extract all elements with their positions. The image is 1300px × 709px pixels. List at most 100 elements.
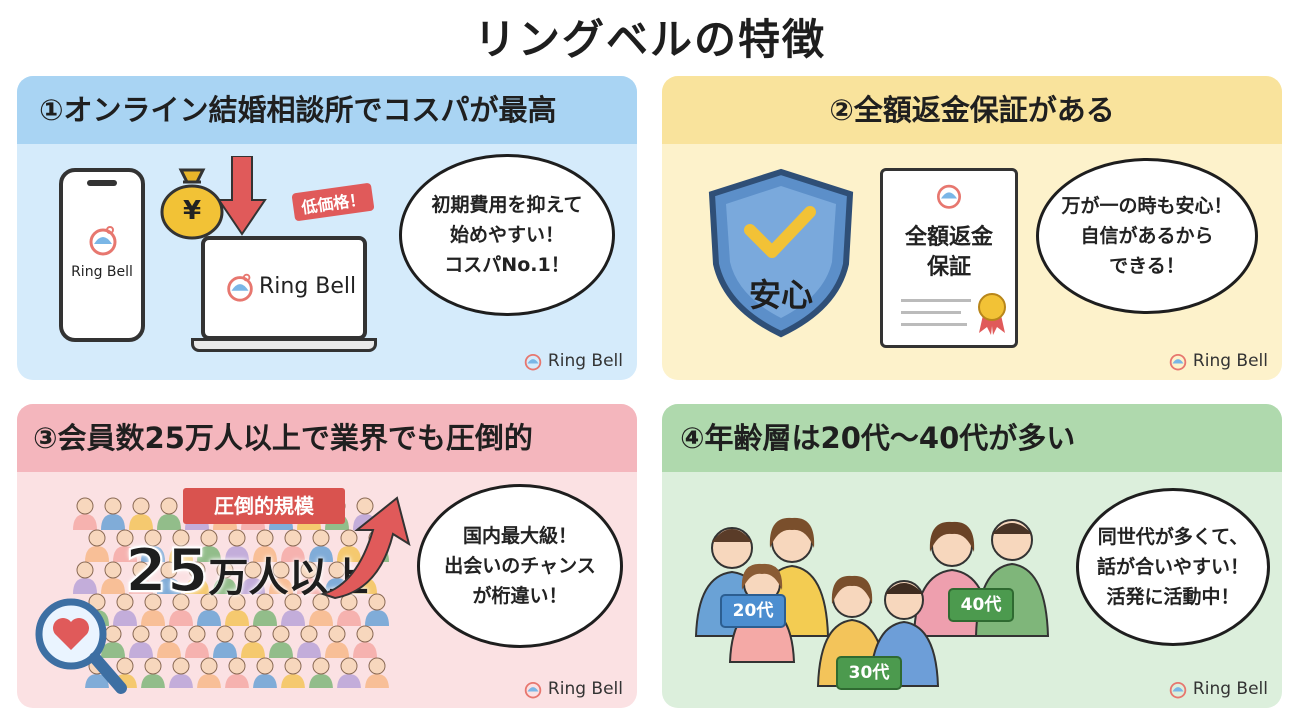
crowd-person-icon — [337, 593, 361, 626]
brand-name: Ring Bell — [1192, 351, 1268, 371]
crowd-person-icon — [157, 625, 181, 658]
bubble-line: が桁違い！ — [472, 585, 568, 607]
member-count-number: 25 — [124, 535, 209, 607]
crowd-person-icon — [197, 593, 221, 626]
crowd-person-icon — [241, 625, 265, 658]
crowd-person-icon — [113, 529, 137, 562]
feature-card-age: ④年齢層は20代〜40代が多い — [662, 404, 1282, 708]
bubble-line: 国内最大級！ — [462, 525, 577, 547]
certificate-title-line: 全額返金 — [904, 225, 993, 250]
crowd-person-icon — [73, 497, 97, 530]
crowd-person-icon — [157, 497, 181, 530]
brand-mark: Ring Bell — [1167, 678, 1268, 700]
card-heading: ①オンライン結婚相談所でコスパが最高 — [17, 76, 637, 144]
feature-card-members: ③会員数25万人以上で業界でも圧倒的 圧倒的規模 25万人以上 国内最大級！ 出… — [17, 404, 637, 708]
age-label-20s: 20代 — [720, 594, 786, 628]
crowd-person-icon — [365, 593, 389, 626]
growth-arrow-icon — [319, 496, 411, 600]
crowd-person-icon — [269, 561, 293, 594]
award-ribbon-icon — [978, 293, 1006, 335]
crowd-person-icon — [281, 529, 305, 562]
bubble-line: コスパNo.1！ — [444, 254, 570, 276]
crowd-person-icon — [337, 529, 361, 562]
money-bag-icon — [160, 168, 224, 240]
crowd-person-icon — [129, 625, 153, 658]
magnifier-heart-icon — [35, 598, 127, 694]
crowd-person-icon — [225, 593, 249, 626]
card-heading: ②全額返金保証がある — [662, 76, 1282, 144]
card-heading: ④年齢層は20代〜40代が多い — [662, 404, 1282, 472]
brand-name: Ring Bell — [547, 351, 623, 371]
member-count: 25万人以上 — [124, 535, 368, 607]
shield-label: 安心 — [748, 276, 813, 314]
crowd-person-icon — [309, 529, 333, 562]
crowd-person-icon — [353, 625, 377, 658]
brand-name: Ring Bell — [547, 679, 623, 699]
crowd-person-icon — [101, 625, 125, 658]
speech-bubble: 同世代が多くて、 話が合いやすい！ 活発に活動中！ — [1076, 488, 1270, 646]
crowd-person-icon — [225, 529, 249, 562]
crowd-person-icon — [281, 593, 305, 626]
shield-icon — [708, 168, 854, 338]
ringbell-logo-icon — [937, 184, 961, 209]
crowd-person-icon — [269, 625, 293, 658]
card-heading: ③会員数25万人以上で業界でも圧倒的 — [17, 404, 637, 472]
yen-symbol: ¥ — [182, 196, 202, 226]
crowd-person-icon — [213, 561, 237, 594]
crowd-person-icon — [337, 657, 361, 688]
crowd-person-icon — [169, 657, 193, 688]
ringbell-logo-icon — [1169, 681, 1187, 699]
crowd-person-icon — [197, 529, 221, 562]
crowd-person-icon — [141, 593, 165, 626]
crowd-person-icon — [169, 593, 193, 626]
crowd-person-icon — [169, 529, 193, 562]
card-body: 圧倒的規模 25万人以上 国内最大級！ 出会いのチャンス が桁違い！ Ring … — [17, 472, 637, 708]
age-label-40s: 40代 — [948, 588, 1014, 622]
certificate-title-line: 保証 — [926, 255, 971, 280]
bubble-line: 話が合いやすい！ — [1096, 556, 1249, 578]
brand-mark: Ring Bell — [1167, 350, 1268, 372]
bubble-line: 万が一の時も安心！ — [1061, 195, 1233, 217]
smartphone-icon: Ring Bell — [59, 168, 145, 342]
crowd-person-icon — [157, 561, 181, 594]
crowd-person-icon — [241, 561, 265, 594]
bubble-line: 始めやすい！ — [449, 224, 564, 246]
ringbell-logo-icon — [524, 353, 542, 371]
bubble-line: 活発に活動中！ — [1106, 586, 1240, 608]
certificate-document: 全額返金 保証 — [880, 168, 1018, 348]
crowd-person-icon — [101, 561, 125, 594]
crowd-person-icon — [113, 593, 137, 626]
ringbell-logo-icon — [524, 681, 542, 699]
bubble-line: 同世代が多くて、 — [1097, 526, 1249, 548]
scale-banner: 圧倒的規模 — [183, 488, 345, 524]
crowd-person-icon — [253, 657, 277, 688]
crowd-person-icon — [253, 593, 277, 626]
card-body: Ring Bell ¥ Ring Bell 低価格！ — [17, 144, 637, 380]
ringbell-logo-icon — [1169, 353, 1187, 371]
crowd-person-icon — [141, 657, 165, 688]
crowd-person-icon — [325, 625, 349, 658]
speech-bubble: 初期費用を抑えて 始めやすい！ コスパNo.1！ — [399, 154, 615, 316]
crowd-person-icon — [141, 529, 165, 562]
certificate-title: 全額返金 保証 — [883, 223, 1015, 283]
age-label-30s: 30代 — [836, 656, 902, 690]
crowd-person-icon — [253, 529, 277, 562]
crowd-person-icon — [365, 657, 389, 688]
feature-card-refund: ②全額返金保証がある 安心 全額返金 保証 — [662, 76, 1282, 380]
crowd-person-icon — [197, 657, 221, 688]
page-title: リングベルの特徴 — [473, 15, 826, 64]
laptop-icon: Ring Bell — [191, 236, 377, 360]
crowd-person-icon — [297, 625, 321, 658]
crowd-person-icon — [213, 625, 237, 658]
crowd-person-icon — [129, 561, 153, 594]
down-arrow-icon — [217, 156, 267, 236]
brand-name: Ring Bell — [1192, 679, 1268, 699]
phone-logo-text: Ring Bell — [71, 264, 133, 280]
bubble-line: 初期費用を抑えて — [431, 194, 583, 216]
crowd-person-icon — [185, 625, 209, 658]
ringbell-logo-icon — [227, 273, 253, 302]
bubble-line: 自信があるから — [1080, 225, 1214, 247]
brand-mark: Ring Bell — [522, 678, 623, 700]
card-body: 20代 30代 40代 同世代が多くて、 話が合いやすい！ 活発に活動中！ Ri… — [662, 472, 1282, 708]
crowd-person-icon — [129, 497, 153, 530]
